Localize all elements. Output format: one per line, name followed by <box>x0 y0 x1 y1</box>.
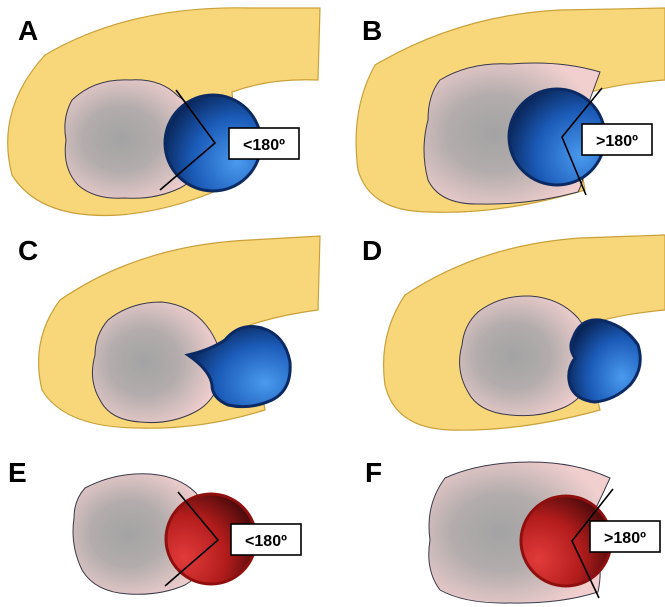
contact-angle-lines <box>561 87 603 196</box>
vein-vessel-compressed <box>184 325 292 409</box>
angle-label: <180º <box>245 533 287 550</box>
tumor-shape <box>459 295 595 417</box>
angle-label-box <box>581 123 653 156</box>
panel-c: C <box>18 235 321 429</box>
panel-f: >180º F <box>365 457 661 604</box>
panel-letter: F <box>365 457 382 488</box>
panel-d: D <box>362 234 665 431</box>
panel-letter: C <box>18 235 38 266</box>
angle-label-box <box>230 523 302 556</box>
angle-label-box <box>589 520 661 553</box>
panel-e: <180º E <box>8 457 302 595</box>
angle-label: <180º <box>243 137 285 154</box>
panel-letter: E <box>8 457 27 488</box>
angle-label: >180º <box>596 133 638 150</box>
angle-label: >180º <box>604 530 646 547</box>
vein-vessel-invaded <box>567 318 642 404</box>
contact-angle-lines <box>571 488 614 599</box>
contact-angle-lines <box>164 491 220 587</box>
tumor-shape <box>91 301 223 423</box>
panel-b: >180º B <box>355 7 665 213</box>
panel-a: <180º A <box>7 7 321 217</box>
panel-letter: A <box>18 15 38 46</box>
panel-letter: B <box>362 15 382 46</box>
angle-label-box <box>228 127 300 160</box>
panel-letter: D <box>362 235 382 266</box>
contact-angle-lines <box>159 89 217 191</box>
